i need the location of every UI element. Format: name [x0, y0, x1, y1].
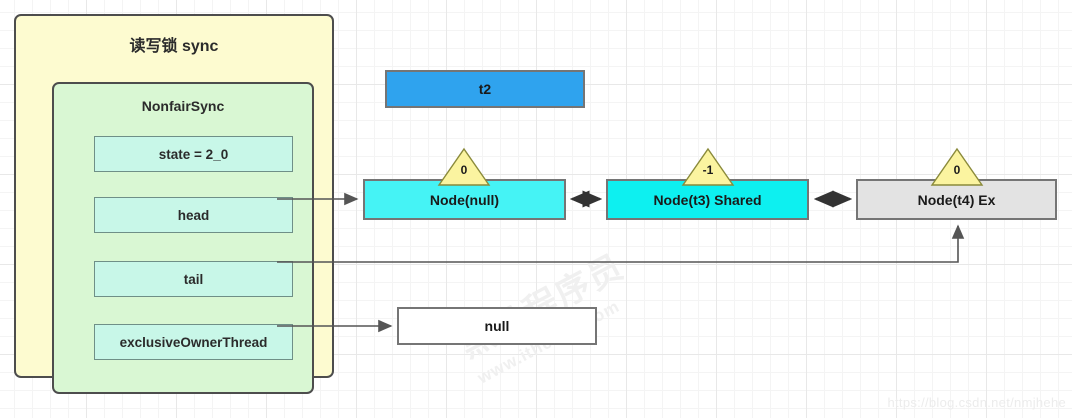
wait-status-value: 0 [460, 163, 468, 177]
queue-node-t3: Node(t3) Shared [606, 179, 809, 220]
queue-node-null: Node(null) [363, 179, 566, 220]
triangle-icon [930, 147, 984, 186]
wait-status-badge-node-t3: -1 [681, 147, 735, 187]
triangle-icon [437, 147, 491, 186]
owner-value-box-null: null [397, 307, 597, 345]
connector-tail-to-node-t4 [277, 224, 965, 263]
wait-status-badge-node-t4: 0 [930, 147, 984, 187]
field-head: head [94, 197, 293, 233]
field-tail: tail [94, 261, 293, 297]
wait-status-value: -1 [702, 163, 714, 177]
brand-watermark: 黑马程序员 www.itheima.com [452, 188, 787, 418]
field-state: state = 2_0 [94, 136, 293, 172]
triangle-icon [681, 147, 735, 186]
source-url-watermark: https://blog.csdn.net/nmjhehe [887, 395, 1066, 410]
nonfairsync-title: NonfairSync [141, 98, 225, 114]
wait-status-badge-node-null: 0 [437, 147, 491, 187]
field-exclusive-owner-thread: exclusiveOwnerThread [94, 324, 293, 360]
sync-container: 读写锁 sync NonfairSync state = 2_0 head ta… [14, 14, 334, 394]
thread-box-t2: t2 [385, 70, 585, 108]
wait-status-value: 0 [953, 163, 961, 177]
sync-title: 读写锁 sync [129, 38, 219, 55]
